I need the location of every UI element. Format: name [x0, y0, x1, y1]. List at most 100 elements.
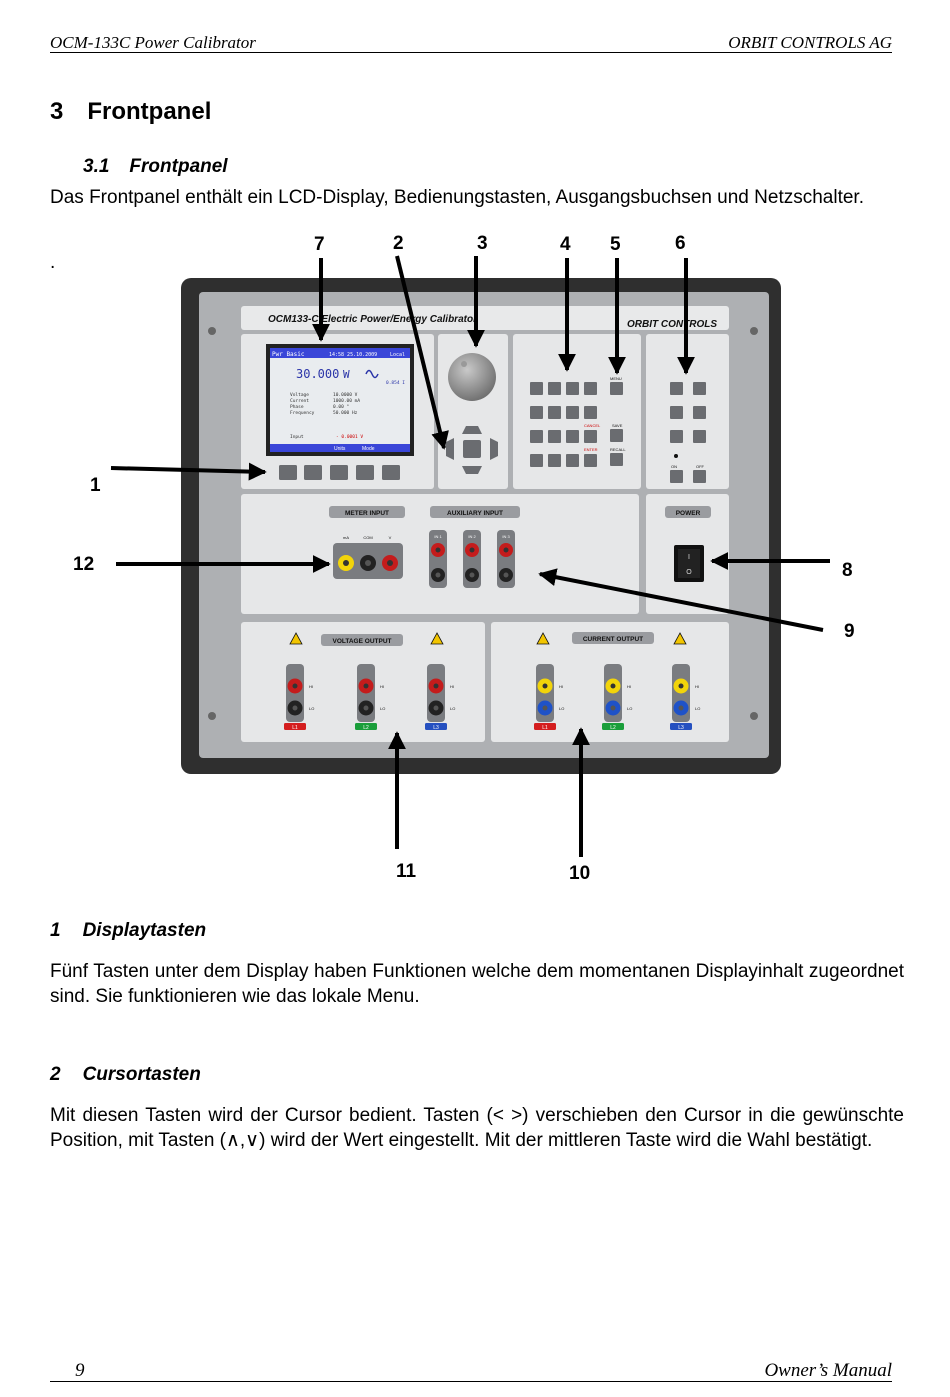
- output-select-button[interactable]: [670, 406, 683, 419]
- keypad-button[interactable]: [530, 382, 543, 395]
- lcd-main-unit: W: [343, 368, 350, 381]
- power-on-symbol: I: [688, 554, 690, 561]
- screw-icon: [750, 327, 758, 335]
- lcd-softkey-label: Units: [334, 446, 346, 452]
- output-lo-label: LO: [309, 706, 314, 711]
- callout-number: 1: [90, 475, 101, 496]
- knob-cursor-panel: [438, 334, 508, 489]
- keypad-button[interactable]: [584, 430, 597, 443]
- cursor-right-button[interactable]: [490, 438, 498, 460]
- lcd-side-value: 0.854 I: [386, 380, 405, 386]
- keypad-button[interactable]: [566, 430, 579, 443]
- keypad-button[interactable]: [584, 382, 597, 395]
- item-heading: 1 Displaytasten: [50, 920, 206, 942]
- lcd-softkey-label: Mode: [362, 446, 375, 452]
- auxiliary-input-label: AUXILIARY INPUT: [447, 510, 503, 517]
- menu-button[interactable]: [610, 382, 623, 395]
- keypad-button[interactable]: [566, 406, 579, 419]
- callout-number: 5: [610, 234, 621, 255]
- keypad-button[interactable]: [548, 382, 561, 395]
- channel-label: L2: [363, 725, 369, 731]
- softkey-button[interactable]: [279, 465, 297, 480]
- cursor-down-button[interactable]: [462, 466, 482, 474]
- keypad-button[interactable]: [584, 454, 597, 467]
- channel-badge: [534, 723, 556, 730]
- device-title: OCM133-C Electric Power/Energy Calibrato…: [268, 314, 478, 325]
- callout-arrows: [110, 255, 830, 857]
- keypad-button[interactable]: [530, 430, 543, 443]
- lcd-rows: Voltage 10.0000 V Current 1000.00 mA Pha…: [290, 392, 360, 416]
- recall-button[interactable]: [610, 453, 623, 466]
- softkey-button[interactable]: [382, 465, 400, 480]
- output-on-button[interactable]: [670, 470, 683, 483]
- channel-label: L2: [610, 725, 616, 731]
- output-lo-label: LO: [559, 706, 564, 711]
- callout-number: 9: [844, 621, 855, 642]
- frontpanel-figure: OCM133-C Electric Power/Energy Calibrato…: [110, 255, 830, 857]
- output-hi-label: HI: [450, 684, 454, 689]
- meter-input-label: METER INPUT: [345, 510, 389, 517]
- display-panel: Pwr Basic 14:58 25.10.2009 Local 30.000 …: [241, 334, 434, 489]
- keypad-button[interactable]: [584, 406, 597, 419]
- output-select-button[interactable]: [670, 430, 683, 443]
- rotary-knob[interactable]: [448, 353, 496, 401]
- output-off-button[interactable]: [693, 470, 706, 483]
- softkey-button[interactable]: [356, 465, 374, 480]
- stray-dot: .: [50, 252, 56, 273]
- save-label: SAVE: [612, 423, 623, 428]
- output-keys: [670, 382, 706, 443]
- lcd-row-label: Phase: [290, 404, 304, 410]
- item-paragraph: Mit diesen Tasten wird der Cursor bedien…: [50, 1105, 904, 1151]
- output-lo-label: LO: [627, 706, 632, 711]
- callout-number: 7: [314, 234, 325, 255]
- keypad-button[interactable]: [548, 454, 561, 467]
- screw-icon: [208, 327, 216, 335]
- keypad-button[interactable]: [548, 430, 561, 443]
- output-select-button[interactable]: [693, 430, 706, 443]
- arrow-2: [395, 255, 449, 450]
- enter-label: ENTER: [584, 447, 598, 452]
- header-rule: [50, 52, 892, 53]
- output-hi-label: HI: [380, 684, 384, 689]
- output-hi-label: HI: [695, 684, 699, 689]
- output-select-button[interactable]: [693, 406, 706, 419]
- softkey-button[interactable]: [304, 465, 322, 480]
- page-number: 9: [75, 1360, 85, 1381]
- screw-icon: [208, 712, 216, 720]
- intro-paragraph: Das Frontpanel enthält ein LCD-Display, …: [50, 187, 864, 208]
- warning-icon: [289, 632, 303, 645]
- item-number: 1: [50, 920, 61, 941]
- output-select-button[interactable]: [693, 382, 706, 395]
- voltage-output-label: VOLTAGE OUTPUT: [333, 638, 392, 645]
- callout-number: 2: [393, 233, 404, 254]
- cursor-up-button[interactable]: [462, 426, 482, 434]
- lcd-row-value: 10.0000 V: [333, 392, 358, 398]
- footer-right: Owner’s Manual: [764, 1360, 892, 1381]
- callout-number: 3: [477, 233, 488, 254]
- item-title: Displaytasten: [82, 920, 207, 941]
- save-button[interactable]: [610, 429, 623, 442]
- header-left: OCM-133C Power Calibrator: [50, 33, 256, 52]
- lcd-clock: 14:58 25.10.2009: [329, 352, 377, 358]
- callout-number: 4: [560, 234, 571, 255]
- output-on-label: ON: [671, 464, 677, 469]
- keypad-button[interactable]: [566, 454, 579, 467]
- channel-badge: [602, 723, 624, 730]
- lcd-row-label: Frequency: [290, 410, 315, 416]
- recall-label: RECALL: [610, 447, 626, 452]
- subsection-number: 3.1: [83, 156, 110, 177]
- keypad-button[interactable]: [548, 406, 561, 419]
- keypad-button[interactable]: [530, 406, 543, 419]
- softkey-button[interactable]: [330, 465, 348, 480]
- output-select-button[interactable]: [670, 382, 683, 395]
- keypad-button[interactable]: [530, 454, 543, 467]
- numeric-keypad: [530, 382, 597, 467]
- cursor-enter-button[interactable]: [463, 440, 481, 458]
- display-softkeys: [279, 465, 400, 480]
- keypad-button[interactable]: [566, 382, 579, 395]
